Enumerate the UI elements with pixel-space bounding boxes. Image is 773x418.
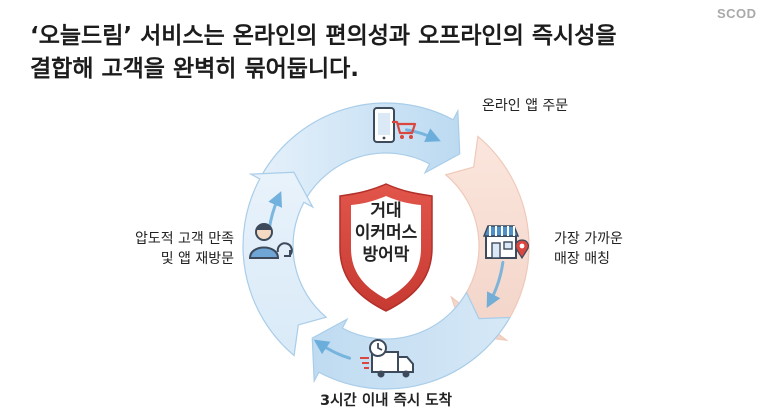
store-location-icon	[482, 225, 529, 260]
step-label-line: 3시간 이내 즉시 도착	[320, 393, 452, 409]
step-label-online-order: 온라인 앱 주문	[482, 96, 568, 116]
headline-line-1: ‘오늘드림’ 서비스는 온라인의 편의성과 오프라인의 즉시성을	[30, 23, 617, 49]
delivery-truck-icon	[360, 339, 414, 378]
ring-segment-delivery	[311, 291, 511, 390]
step-label-fast-delivery: 3시간 이내 즉시 도착	[320, 391, 452, 411]
step-label-line: 온라인 앱 주문	[482, 98, 569, 114]
flow-arrow-2	[486, 260, 505, 309]
flow-arrow-3	[313, 339, 352, 360]
step-label-line: 압도적 고객 만족	[134, 231, 234, 247]
step-label-store-match: 가장 가까운 매장 매칭	[554, 229, 623, 269]
step-label-line: 매장 매칭	[554, 251, 610, 267]
flow-arrow-1	[404, 128, 441, 143]
center-label-line: 거대	[370, 201, 402, 221]
center-label-line: 이커머스	[354, 223, 418, 243]
ring-segment-revisit	[242, 171, 328, 357]
customer-revisit-icon	[248, 223, 293, 259]
page-headline: ‘오늘드림’ 서비스는 온라인의 편의성과 오프라인의 즉시성을 결합해 고객을…	[30, 20, 730, 86]
phone-cart-icon	[373, 107, 417, 143]
step-label-line: 가장 가까운	[554, 231, 623, 247]
ring-segment-order	[261, 102, 461, 201]
headline-line-2: 결합해 고객을 완벽히 묶어둡니다.	[30, 56, 359, 82]
step-label-line: 및 앱 재방문	[160, 251, 234, 267]
brand-logo: SCOD	[717, 6, 757, 21]
center-label-line: 방어막	[362, 245, 410, 265]
step-label-customer-satisfaction: 압도적 고객 만족 및 앱 재방문	[108, 229, 234, 269]
center-label: 거대 이커머스 방어막	[331, 200, 441, 266]
shield-icon	[339, 183, 433, 312]
